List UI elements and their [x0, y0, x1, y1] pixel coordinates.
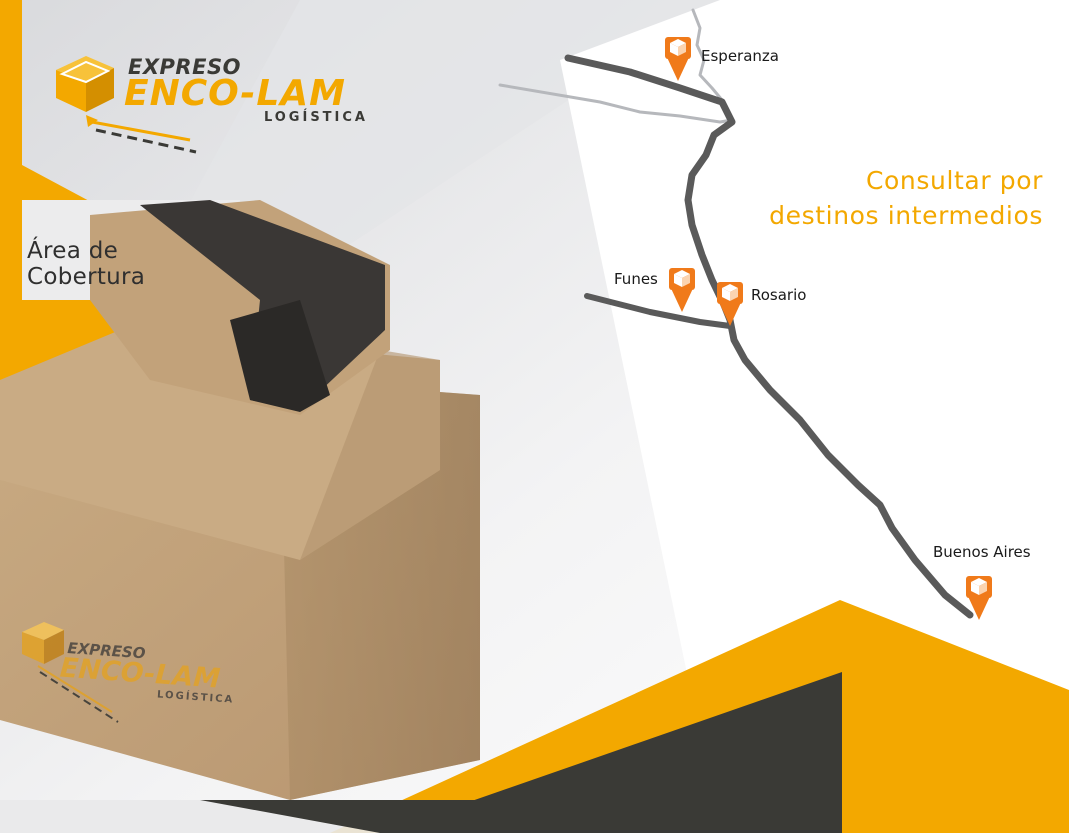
- yellow-bottom-strip: [842, 800, 1069, 833]
- pin-esperanza: [665, 37, 691, 81]
- city-label-funes: Funes: [614, 270, 658, 288]
- brand-line2: ENCO-LAM: [124, 73, 346, 114]
- yellow-bottom-band: [330, 600, 1069, 833]
- pin-funes: [669, 268, 695, 312]
- consult-intermediate-destinations: Consultar por destinos intermedios: [769, 163, 1043, 233]
- consult-line2: destinos intermedios: [769, 201, 1043, 230]
- yellow-bar-left: [0, 0, 22, 165]
- logo-cube-icon: [56, 56, 197, 154]
- brand-line3: LOGÍSTICA: [263, 110, 368, 125]
- brand-line1: EXPRESO: [128, 55, 241, 79]
- coverage-title-line2: Cobertura: [27, 264, 146, 290]
- pin-rosario: [717, 282, 743, 326]
- box-logo-cube-icon: [22, 622, 119, 723]
- coverage-title-line1: Área de: [27, 238, 119, 264]
- city-label-buenos-aires: Buenos Aires: [933, 543, 1031, 561]
- city-label-rosario: Rosario: [751, 286, 807, 304]
- consult-line1: Consultar por: [865, 166, 1043, 195]
- pin-buenos-aires: [966, 576, 992, 620]
- package-stack: [0, 200, 480, 800]
- brand-logo: EXPRESO ENCO-LAM LOGÍSTICA: [124, 55, 368, 126]
- dark-bottom-shape: [380, 672, 842, 833]
- coverage-title: Área de Cobertura: [27, 238, 145, 290]
- city-label-esperanza: Esperanza: [701, 47, 779, 65]
- box-logo: EXPRESO ENCO-LAM LOGÍSTICA: [59, 639, 237, 708]
- dark-bottom-strip: [200, 800, 842, 833]
